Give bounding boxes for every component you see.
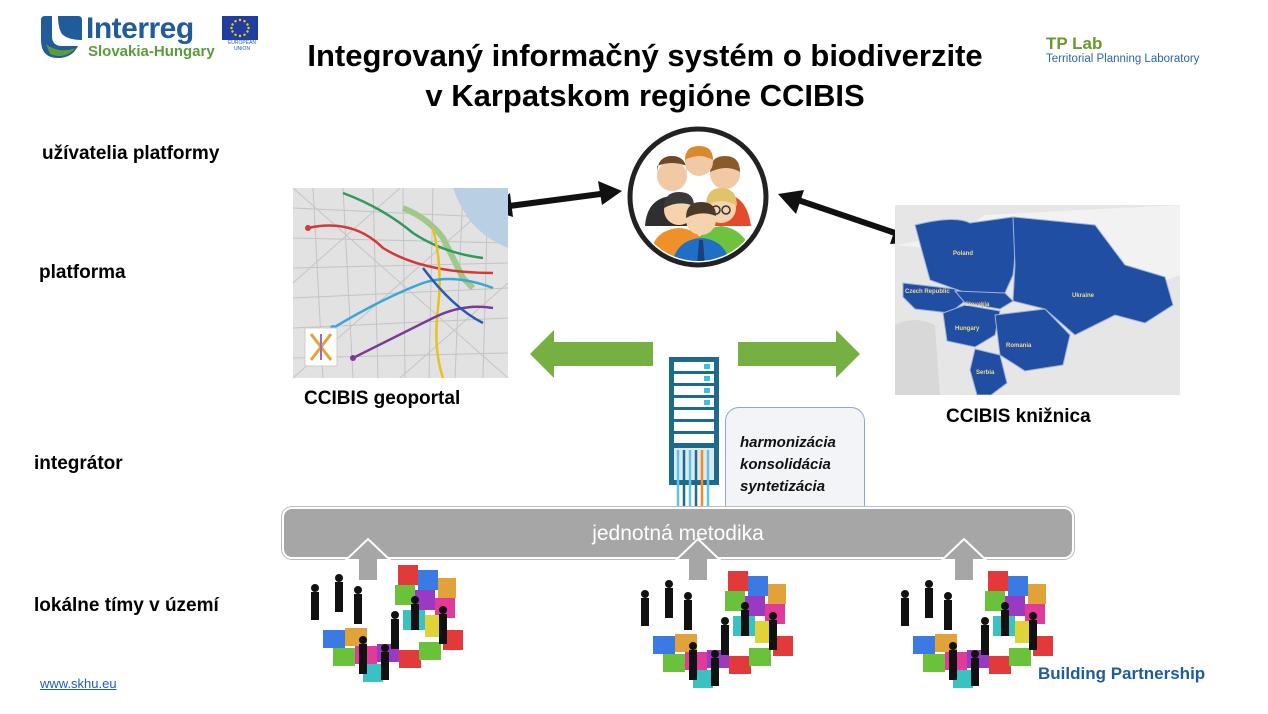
process-step: konsolidácia xyxy=(740,456,831,473)
geoportal-map-image xyxy=(293,188,508,378)
gray-up-arrow-icon xyxy=(345,538,391,582)
interreg-logo-icon xyxy=(41,16,82,58)
eu-flag-icon xyxy=(222,16,258,40)
tplab-subtitle: Territorial Planning Laboratory xyxy=(1046,53,1200,65)
process-steps-box: harmonizácia konsolidácia syntetizácia xyxy=(725,407,865,520)
row-label-platform: platforma xyxy=(39,262,126,283)
map-label-country: Hungary xyxy=(955,326,980,332)
title-line-1: Integrovaný informačný systém o biodiver… xyxy=(307,38,983,73)
footer-link[interactable]: www.skhu.eu xyxy=(40,676,117,691)
map-label-country: Poland xyxy=(953,251,974,257)
tplab-name: TP Lab xyxy=(1046,34,1103,53)
puzzle-team-icon xyxy=(311,565,463,682)
geoportal-caption: CCIBIS geoportal xyxy=(304,388,461,409)
library-caption: CCIBIS knižnica xyxy=(946,406,1091,427)
building-partnership-tagline: Building Partnership xyxy=(1038,664,1206,683)
server-icon xyxy=(669,357,719,514)
green-arrow-left-icon xyxy=(530,330,653,378)
interreg-name: Interreg xyxy=(86,12,194,45)
map-label-country: Slovakia xyxy=(965,302,990,308)
process-step: harmonizácia xyxy=(740,434,836,451)
row-label-local-teams: lokálne tímy v území xyxy=(34,595,219,616)
row-label-integrator: integrátor xyxy=(34,453,123,474)
eu-label: EUROPEAN UNION xyxy=(227,40,257,52)
map-label-country: Ukraine xyxy=(1072,293,1095,299)
gray-up-arrow-icon xyxy=(675,538,721,582)
puzzle-team-icon xyxy=(641,571,793,688)
method-bar: jednotná metodika xyxy=(282,507,1074,559)
interreg-region: Slovakia-Hungary xyxy=(88,43,215,60)
puzzle-team-icon xyxy=(901,571,1053,688)
gray-up-arrow-icon xyxy=(941,538,987,582)
map-label-country: Czech Republic xyxy=(905,289,950,295)
library-map-labels: Poland Czech Republic Slovakia Hungary U… xyxy=(895,205,1180,395)
map-label-country: Serbia xyxy=(976,370,995,376)
row-label-users: užívatelia platformy xyxy=(42,143,220,164)
title-line-2: v Karpatskom regióne CCIBIS xyxy=(425,78,865,113)
map-label-country: Romania xyxy=(1006,343,1032,349)
library-map-image xyxy=(895,205,1180,395)
green-arrow-right-icon xyxy=(738,330,860,378)
page-title: Integrovaný informačný systém o biodiver… xyxy=(260,36,1030,116)
users-group-icon xyxy=(627,126,769,268)
process-step: syntetizácia xyxy=(740,478,826,495)
